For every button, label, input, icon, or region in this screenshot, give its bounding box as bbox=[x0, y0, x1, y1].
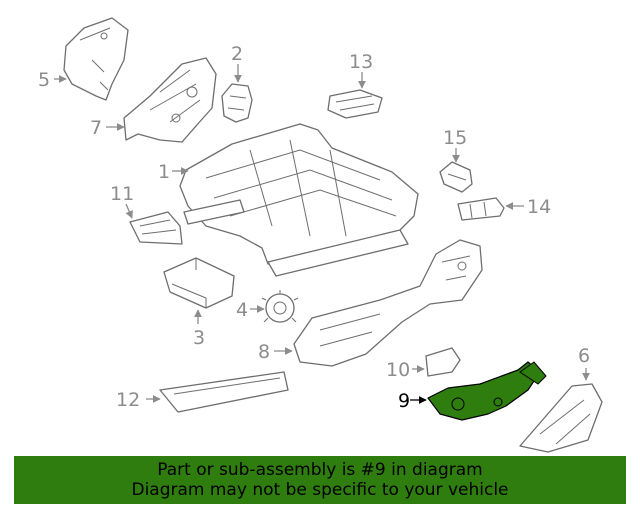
callout-6: 6 bbox=[578, 345, 590, 367]
callout-7: 7 bbox=[90, 117, 102, 139]
part-6-cover[interactable] bbox=[519, 383, 603, 453]
part-15-switch[interactable] bbox=[439, 161, 473, 193]
part-4-gear[interactable] bbox=[261, 290, 299, 323]
callout-11: 11 bbox=[110, 183, 134, 205]
callout-15: 15 bbox=[443, 127, 467, 149]
banner-line-1: Part or sub-assembly is #9 in diagram bbox=[157, 460, 483, 480]
part-8-side-panel[interactable] bbox=[293, 239, 483, 367]
part-9-highlighted[interactable] bbox=[427, 361, 547, 421]
callout-4: 4 bbox=[236, 299, 248, 321]
callout-1: 1 bbox=[158, 161, 170, 183]
part-12-trim-strip[interactable] bbox=[159, 371, 289, 413]
part-10-knob[interactable] bbox=[425, 347, 461, 377]
part-14-connector[interactable] bbox=[457, 197, 505, 221]
callout-8: 8 bbox=[258, 341, 270, 363]
callout-14: 14 bbox=[527, 196, 551, 218]
part-13-bracket[interactable] bbox=[327, 89, 383, 119]
notice-banner: Part or sub-assembly is #9 in diagram Di… bbox=[14, 456, 626, 504]
part-5-side-cover[interactable] bbox=[63, 17, 129, 101]
callout-9: 9 bbox=[398, 390, 410, 412]
part-1-seat-frame[interactable] bbox=[179, 123, 419, 277]
callout-2: 2 bbox=[231, 43, 243, 65]
banner-line-2: Diagram may not be specific to your vehi… bbox=[131, 480, 509, 500]
part-2-motor[interactable] bbox=[221, 83, 253, 123]
leader-11 bbox=[125, 203, 133, 219]
part-3-control-module[interactable] bbox=[163, 257, 235, 309]
callout-5: 5 bbox=[38, 69, 50, 91]
callout-13: 13 bbox=[349, 51, 373, 73]
part-7-side-shield[interactable] bbox=[123, 57, 217, 143]
callout-3: 3 bbox=[193, 327, 205, 349]
part-11-trim[interactable] bbox=[129, 211, 183, 245]
callout-10: 10 bbox=[386, 359, 410, 381]
callout-12: 12 bbox=[116, 389, 140, 411]
